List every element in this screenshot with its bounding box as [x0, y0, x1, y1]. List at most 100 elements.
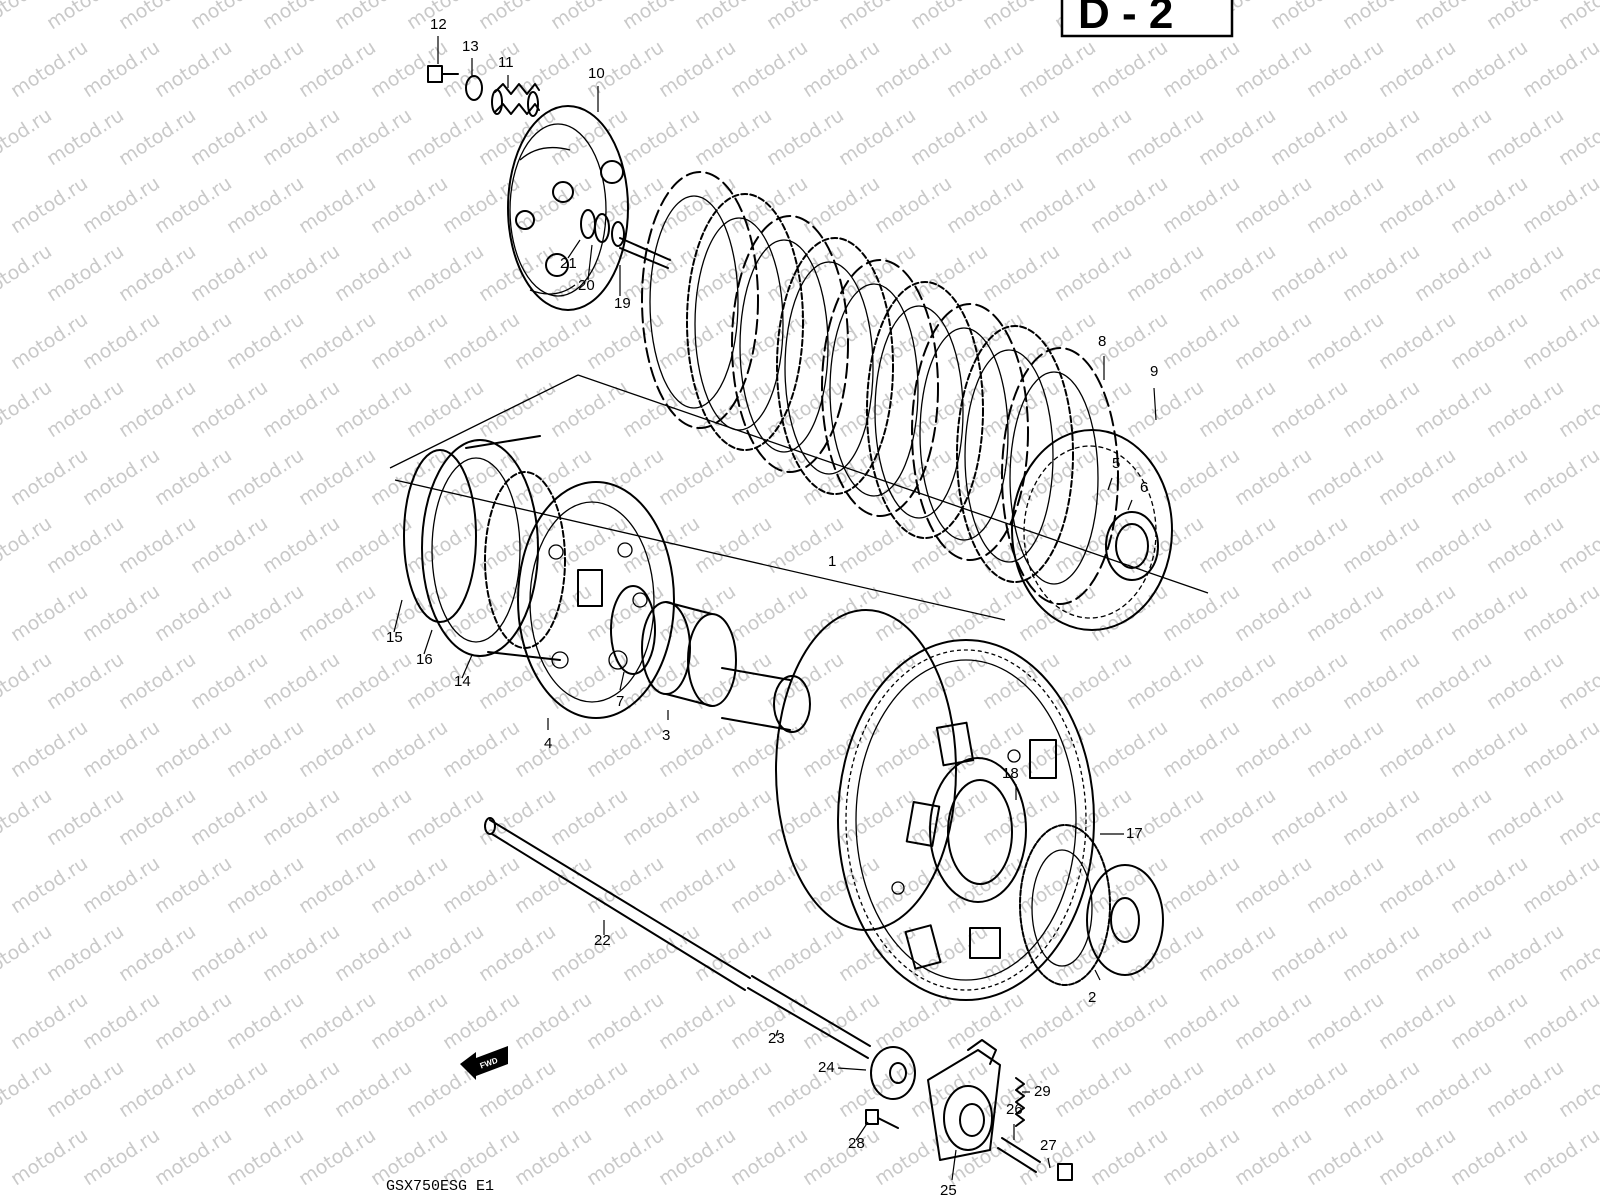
- watermark-text: motod.ru: [1339, 240, 1424, 306]
- watermark-text: motod.ru: [43, 512, 128, 578]
- watermark-text: motod.ru: [619, 104, 704, 170]
- watermark-text: motod.ru: [1339, 648, 1424, 714]
- watermark-text: motod.ru: [1519, 716, 1600, 782]
- watermark-text: motod.ru: [1267, 1056, 1352, 1122]
- watermark-text: motod.ru: [943, 36, 1028, 102]
- watermark-text: motod.ru: [331, 512, 416, 578]
- watermark-text: motod.ru: [1159, 172, 1244, 238]
- watermark-text: motod.ru: [727, 852, 812, 918]
- watermark-text: motod.ru: [79, 444, 164, 510]
- callout-leader-5: [1107, 477, 1113, 491]
- watermark-text: motod.ru: [1159, 444, 1244, 510]
- watermark-text: motod.ru: [907, 920, 992, 986]
- callout-leader-9: [1153, 387, 1157, 421]
- thrust-washer-2-icon: [1086, 864, 1164, 976]
- watermark-text: motod.ru: [1411, 920, 1496, 986]
- drive-plate: [821, 259, 939, 517]
- watermark-text: motod.ru: [1267, 376, 1352, 442]
- watermark-text: motod.ru: [7, 716, 92, 782]
- watermark-text: motod.ru: [187, 920, 272, 986]
- watermark-text: motod.ru: [1159, 852, 1244, 918]
- watermark-text: motod.ru: [115, 512, 200, 578]
- watermark-text: motod.ru: [511, 308, 596, 374]
- watermark-text: motod.ru: [619, 1056, 704, 1122]
- watermark-text: motod.ru: [1447, 36, 1532, 102]
- watermark-text: motod.ru: [1555, 0, 1600, 34]
- watermark-text: motod.ru: [439, 308, 524, 374]
- plate-inner-edge: [964, 349, 1054, 563]
- watermark-text: motod.ru: [367, 716, 452, 782]
- callout-17: 17: [1126, 825, 1143, 842]
- watermark-text: motod.ru: [871, 852, 956, 918]
- watermark-text: motod.ru: [1375, 716, 1460, 782]
- drive-plate: [641, 171, 759, 429]
- watermark-text: motod.ru: [259, 1056, 344, 1122]
- watermark-text: motod.ru: [475, 104, 560, 170]
- watermark-text: motod.ru: [259, 240, 344, 306]
- watermark-text: motod.ru: [115, 376, 200, 442]
- callout-leader-7: [619, 671, 625, 691]
- watermark-text: motod.ru: [1339, 512, 1424, 578]
- watermark-text: motod.ru: [79, 988, 164, 1054]
- watermark-text: motod.ru: [151, 36, 236, 102]
- watermark-text: motod.ru: [295, 988, 380, 1054]
- washer-13-icon: [465, 75, 483, 101]
- watermark-text: motod.ru: [187, 512, 272, 578]
- callout-24: 24: [818, 1059, 835, 1076]
- watermark-text: motod.ru: [1015, 36, 1100, 102]
- watermark-text: motod.ru: [223, 988, 308, 1054]
- watermark-text: motod.ru: [115, 920, 200, 986]
- watermark-text: motod.ru: [115, 240, 200, 306]
- callout-22: 22: [594, 932, 611, 949]
- watermark-text: motod.ru: [43, 784, 128, 850]
- watermark-text: motod.ru: [7, 308, 92, 374]
- watermark-text: motod.ru: [511, 36, 596, 102]
- watermark-text: motod.ru: [1267, 648, 1352, 714]
- watermark-text: motod.ru: [1123, 376, 1208, 442]
- watermark-text: motod.ru: [1447, 716, 1532, 782]
- watermark-text: motod.ru: [1519, 988, 1600, 1054]
- watermark-text: motod.ru: [331, 920, 416, 986]
- watermark-text: motod.ru: [1303, 36, 1388, 102]
- bolt-12-icon: [427, 65, 459, 83]
- watermark-text: motod.ru: [1087, 1124, 1172, 1190]
- primary-driven-gear-basket-icon: [775, 609, 1095, 1001]
- drive-plate: [731, 215, 849, 473]
- assembly-outline: [389, 374, 1209, 621]
- callout-25: 25: [940, 1182, 957, 1199]
- watermark-text: motod.ru: [1231, 172, 1316, 238]
- spring-11-icon: [491, 83, 540, 117]
- watermark-text: motod.ru: [331, 784, 416, 850]
- watermark-text: motod.ru: [1195, 104, 1280, 170]
- watermark-text: motod.ru: [1375, 580, 1460, 646]
- watermark-text: motod.ru: [7, 36, 92, 102]
- drive-plate: [911, 303, 1029, 561]
- watermark-text: motod.ru: [1411, 648, 1496, 714]
- watermark-text: motod.ru: [223, 580, 308, 646]
- watermark-text: motod.ru: [799, 36, 884, 102]
- watermark-text: motod.ru: [115, 104, 200, 170]
- watermark-text: motod.ru: [331, 104, 416, 170]
- watermark-text: motod.ru: [367, 172, 452, 238]
- watermark-text: motod.ru: [1447, 444, 1532, 510]
- callout-8: 8: [1098, 333, 1106, 350]
- watermark-text: motod.ru: [1519, 580, 1600, 646]
- watermark-text: motod.ru: [1483, 648, 1568, 714]
- callout-15: 15: [386, 629, 403, 646]
- watermark-text: motod.ru: [7, 172, 92, 238]
- watermark-text: motod.ru: [871, 36, 956, 102]
- watermark-text: motod.ru: [475, 784, 560, 850]
- pressure-plate-group: [427, 65, 671, 311]
- snap-ring-15-icon: [403, 449, 477, 623]
- watermark-text: motod.ru: [475, 512, 560, 578]
- watermark-text: motod.ru: [655, 172, 740, 238]
- watermark-text: motod.ru: [835, 240, 920, 306]
- watermark-text: motod.ru: [151, 580, 236, 646]
- watermark-text: motod.ru: [223, 444, 308, 510]
- watermark-text: motod.ru: [871, 1124, 956, 1190]
- watermark-text: motod.ru: [1231, 716, 1316, 782]
- watermark-text: motod.ru: [547, 920, 632, 986]
- watermark-text: motod.ru: [691, 512, 776, 578]
- callout-layer: 1234567891011121314151617181920212223242…: [386, 16, 1158, 1199]
